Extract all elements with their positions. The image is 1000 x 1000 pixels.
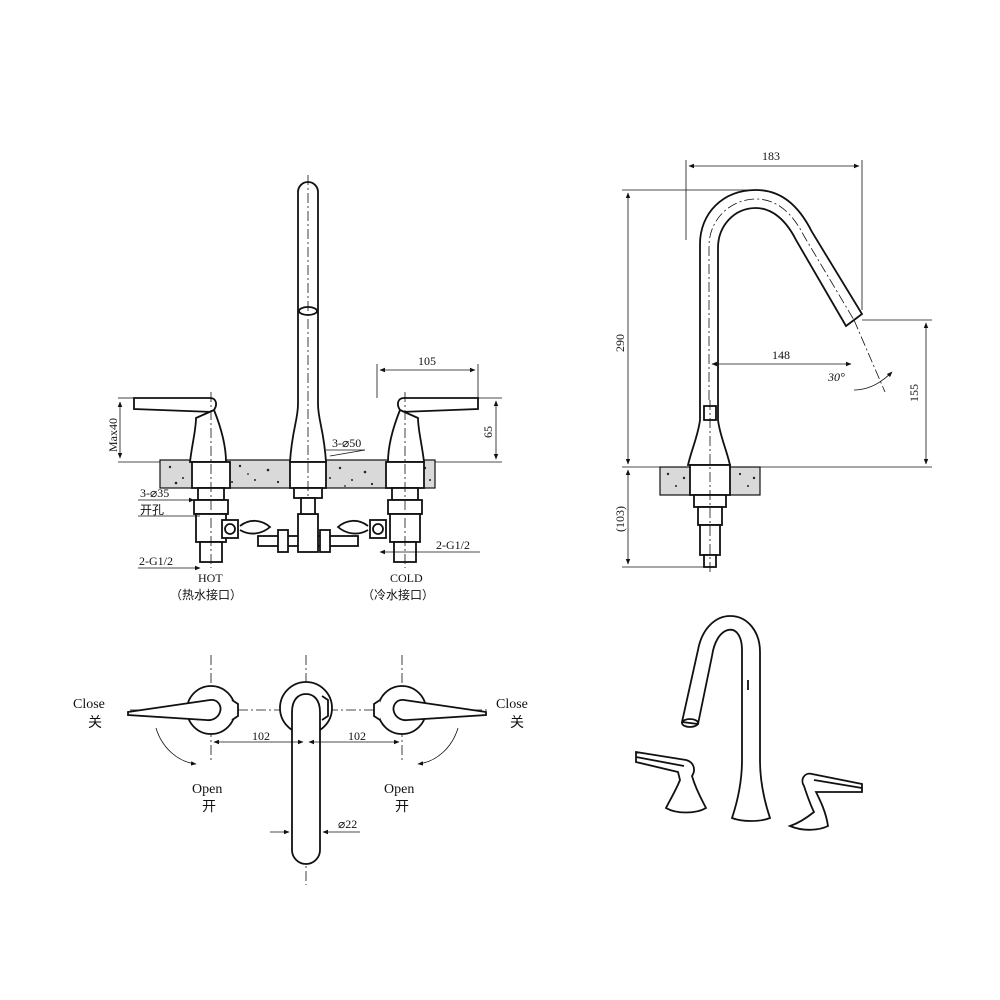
close-right-label: Close: [496, 697, 528, 712]
side-dimensions: [622, 160, 932, 568]
dim-outlet-reach-148: 148: [772, 348, 790, 362]
top-view: [127, 655, 490, 885]
cold-label: COLD: [390, 571, 423, 585]
perspective-spout: [680, 615, 772, 822]
close-left-label-cn: 关: [88, 715, 102, 731]
perspective-left-handle: [635, 750, 708, 814]
dim-reach-183: 183: [762, 149, 780, 163]
front-view: [117, 175, 502, 571]
open-right-label: Open: [384, 782, 414, 797]
dim-hole: 3-⌀35: [140, 486, 169, 500]
center-spout: [289, 175, 327, 545]
dim-handle-height: Max40: [106, 418, 120, 452]
top-right-handle: [373, 685, 487, 735]
dim-left-spacing-102: 102: [252, 729, 270, 743]
thread-left: 2-G1/2: [139, 554, 173, 568]
thread-right: 2-G1/2: [436, 538, 470, 552]
side-spout: [686, 189, 864, 466]
top-left-handle: [127, 685, 239, 735]
dim-spout-dia: ⌀22: [338, 817, 357, 831]
close-left-label: Close: [73, 697, 105, 712]
close-right-label-cn: 关: [510, 715, 524, 731]
dim-outlet-height-155: 155: [907, 384, 921, 402]
hot-handle: [133, 392, 231, 568]
cold-handle: [385, 392, 479, 568]
front-dimensions: [117, 364, 502, 571]
hot-label: HOT: [198, 571, 223, 585]
perspective-view: [635, 615, 863, 831]
dim-height-290: 290: [613, 334, 627, 352]
dim-angle: 30°: [827, 370, 845, 384]
top-spout: [279, 681, 333, 865]
dim-spacing-105: 105: [418, 354, 436, 368]
cold-label-cn: （冷水接口）: [362, 587, 434, 602]
hot-label-cn: （热水接口）: [170, 587, 242, 602]
dim-lift-65: 65: [481, 426, 495, 438]
dim-below-103: (103): [613, 506, 627, 532]
open-arc-right: [417, 727, 459, 766]
open-arc-left: [155, 727, 197, 766]
open-right-label-cn: 开: [395, 799, 409, 815]
plumbing-connector: [221, 497, 387, 553]
open-left-label-cn: 开: [202, 799, 216, 815]
perspective-right-handle: [787, 772, 863, 831]
dim-spout-hole: 3-⌀50: [332, 436, 361, 450]
hole-label-cn: 开孔: [140, 503, 164, 517]
dim-right-spacing-102: 102: [348, 729, 366, 743]
open-left-label: Open: [192, 782, 222, 797]
side-view: [622, 160, 932, 575]
side-countertop-speckles: [666, 472, 756, 487]
